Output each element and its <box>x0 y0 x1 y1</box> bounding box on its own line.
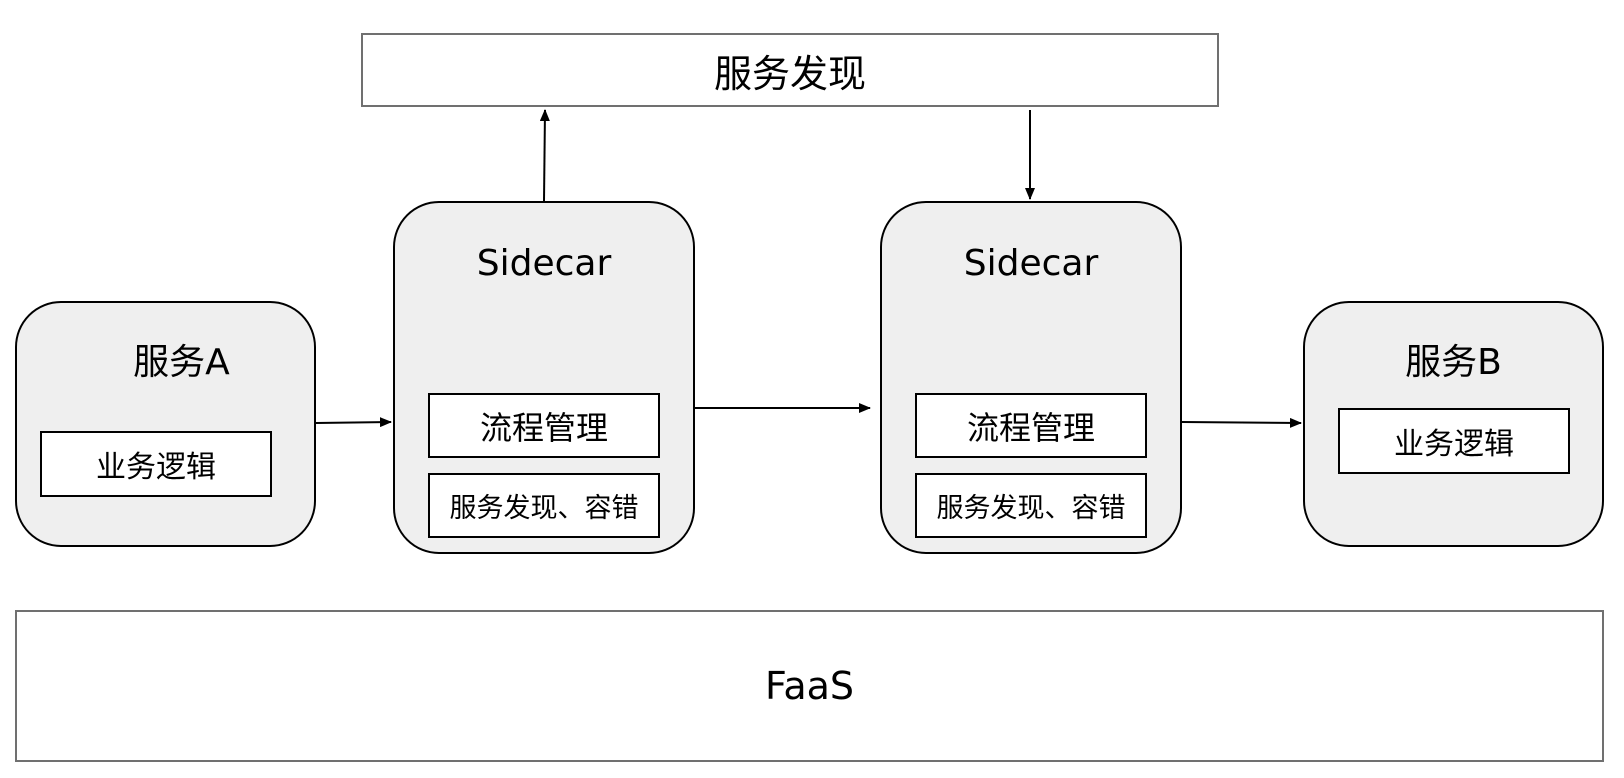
sidecar-left-title: Sidecar <box>476 243 612 284</box>
service-a-node: 服务A 业务逻辑 <box>15 301 316 547</box>
service-discovery-box: 服务发现 <box>361 33 1219 107</box>
sidecar-right-node: Sidecar 流程管理 服务发现、容错 <box>880 201 1182 554</box>
sidecar-right-title: Sidecar <box>963 243 1099 284</box>
service-b-logic-box: 业务逻辑 <box>1338 408 1570 474</box>
arrow-sidecar-left-to-service-discovery <box>539 109 550 202</box>
faas-box: FaaS <box>15 610 1604 762</box>
service-b-title: 服务B <box>1405 342 1502 383</box>
service-b-node: 服务B 业务逻辑 <box>1303 301 1604 547</box>
sidecar-right-discovery-box: 服务发现、容错 <box>915 473 1147 538</box>
arrow-service-a-to-sidecar-left <box>315 417 392 428</box>
arrow-sidecar-right-to-service-b <box>1181 417 1302 428</box>
sidecar-left-discovery-label: 服务发现、容错 <box>449 493 639 524</box>
service-a-title: 服务A <box>133 342 230 383</box>
service-b-logic-label: 业务逻辑 <box>1394 427 1514 462</box>
sidecar-right-flow-box: 流程管理 <box>915 393 1147 458</box>
sidecar-right-discovery-label: 服务发现、容错 <box>936 493 1126 524</box>
sidecar-left-flow-label: 流程管理 <box>479 408 608 447</box>
faas-label: FaaS <box>764 664 855 708</box>
sidecar-left-flow-box: 流程管理 <box>428 393 660 458</box>
sidecar-left-node: Sidecar 流程管理 服务发现、容错 <box>393 201 695 554</box>
service-discovery-label: 服务发现 <box>713 51 866 96</box>
service-a-logic-box: 业务逻辑 <box>40 431 272 497</box>
sidecar-right-flow-label: 流程管理 <box>966 408 1095 447</box>
sidecar-left-discovery-box: 服务发现、容错 <box>428 473 660 538</box>
service-a-logic-label: 业务逻辑 <box>96 450 216 485</box>
